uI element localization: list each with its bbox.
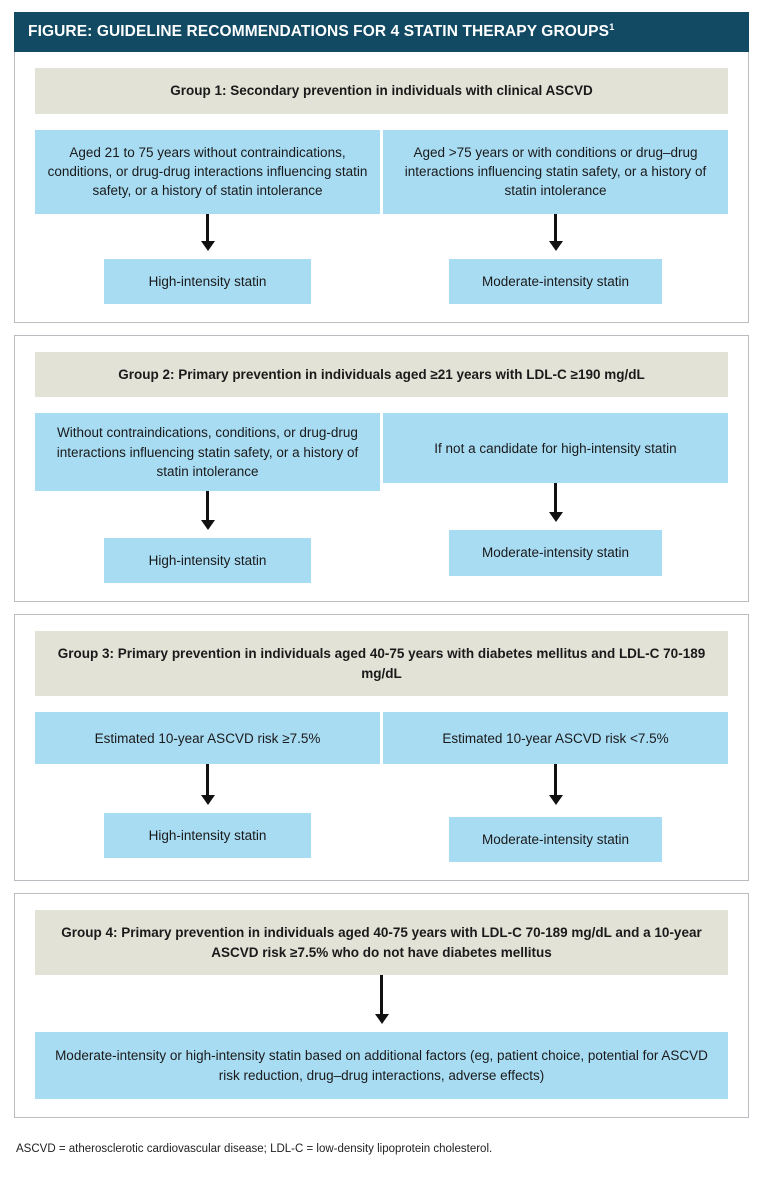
figure-footnote: ASCVD = atherosclerotic cardiovascular d… [16,1142,493,1155]
group-3-branch-right: Estimated 10-year ASCVD risk <7.5% Moder… [383,712,728,863]
group-3-result-left: High-intensity statin [104,813,311,859]
arrow-down-icon [374,975,389,1025]
figure-title-text: FIGURE: GUIDELINE RECOMMENDATIONS FOR 4 … [28,23,610,41]
group-2-branch-right: If not a candidate for high-intensity st… [383,413,728,576]
group-3-branch-left: Estimated 10-year ASCVD risk ≥7.5% High-… [35,712,380,859]
group-3-result-right: Moderate-intensity statin [449,817,662,863]
group-1-branches: Aged 21 to 75 years without contraindica… [35,129,728,304]
group-2-criteria-left: Without contraindications, conditions, o… [35,413,380,491]
arrow-down-icon [548,764,563,806]
arrow-down-icon [548,483,563,523]
group-4-result: Moderate-intensity or high-intensity sta… [35,1032,728,1099]
group-1-criteria-right: Aged >75 years or with conditions or dru… [383,129,728,214]
arrow-down-icon [200,764,215,806]
panel-group-2: Group 2: Primary prevention in individua… [14,334,749,603]
group-3-branches: Estimated 10-year ASCVD risk ≥7.5% High-… [35,712,728,863]
figure-title-bar: FIGURE: GUIDELINE RECOMMENDATIONS FOR 4 … [14,12,749,53]
group-2-branches: Without contraindications, conditions, o… [35,413,728,584]
group-2-branch-left: Without contraindications, conditions, o… [35,413,380,584]
group-1-branch-left: Aged 21 to 75 years without contraindica… [35,129,380,304]
group-3-header: Group 3: Primary prevention in individua… [35,631,728,697]
figure-title-superscript: 1 [609,22,615,33]
panel-group-4: Group 4: Primary prevention in individua… [14,893,749,1118]
group-1-header: Group 1: Secondary prevention in individ… [35,68,728,114]
group-1-criteria-left: Aged 21 to 75 years without contraindica… [35,129,380,214]
figure-container: FIGURE: GUIDELINE RECOMMENDATIONS FOR 4 … [14,12,749,1155]
group-1-result-left: High-intensity statin [104,258,311,304]
group-2-header: Group 2: Primary prevention in individua… [35,351,728,398]
group-3-criteria-right: Estimated 10-year ASCVD risk <7.5% [383,712,728,765]
arrow-down-icon [200,213,215,251]
arrow-down-icon [200,490,215,530]
group-2-criteria-right: If not a candidate for high-intensity st… [383,413,728,484]
group-4-header: Group 4: Primary prevention in individua… [35,910,728,976]
group-3-criteria-left: Estimated 10-year ASCVD risk ≥7.5% [35,712,380,765]
group-1-branch-right: Aged >75 years or with conditions or dru… [383,129,728,304]
arrow-down-icon [548,213,563,251]
panel-group-3: Group 3: Primary prevention in individua… [14,614,749,882]
group-2-result-left: High-intensity statin [104,537,311,584]
group-1-result-right: Moderate-intensity statin [449,258,662,304]
panel-group-1: Group 1: Secondary prevention in individ… [14,52,749,323]
group-2-result-right: Moderate-intensity statin [449,530,662,576]
